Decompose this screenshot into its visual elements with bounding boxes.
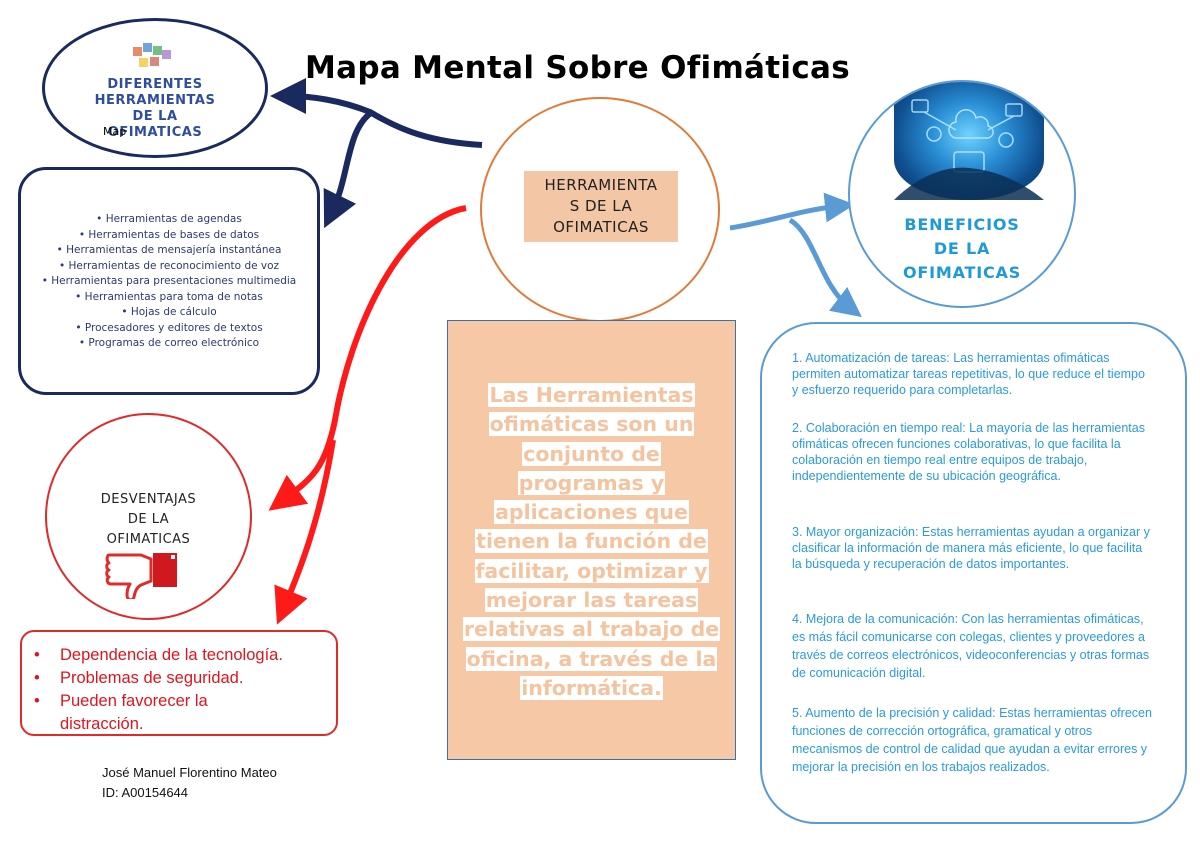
benefits-list-box: 1. Automatización de tareas: Las herrami… [760, 322, 1187, 824]
author-block: José Manuel Florentino Mateo ID: A001546… [102, 763, 277, 803]
cloud-technology-photo [894, 82, 1044, 200]
author-id: ID: A00154644 [102, 785, 189, 800]
benefits-node-line: BENEFICIOS [904, 215, 1020, 234]
benefit-item: 3. Mayor organización: Estas herramienta… [792, 525, 1150, 571]
central-node-line: S DE LA [569, 197, 633, 215]
list-item: Dependencia de la tecnología. [34, 644, 283, 667]
tools-node: DIFERENTES HERRAMIENTAS DE LA OFIMATICAS… [42, 18, 268, 158]
list-item: • Procesadores y editores de textos [75, 321, 263, 334]
benefit-item: 2. Colaboración en tiempo real: La mayor… [792, 421, 1145, 483]
list-item: • Herramientas de bases de datos [78, 228, 260, 241]
tools-node-line: DE LA [132, 109, 178, 124]
tools-node-line: OFIMATICAS [107, 125, 203, 140]
tools-image-caption: Map [103, 125, 127, 138]
arrow-to-tools-oval [270, 78, 483, 148]
benefits-node-line: OFIMATICAS [902, 263, 1022, 282]
definition-box: Las Herramientas ofimáticas son un conju… [447, 320, 736, 760]
tools-node-line: DIFERENTES [107, 77, 203, 92]
disadvantages-list: Dependencia de la tecnología. Problemas … [34, 644, 283, 734]
list-item: • Herramientas para toma de notas [75, 290, 263, 303]
benefits-node: BENEFICIOS DE LA OFIMATICAS [848, 80, 1076, 308]
definition-text: Las Herramientas ofimáticas son un conju… [462, 383, 721, 700]
thumbs-down-icon [105, 553, 177, 599]
central-node-label: HERRAMIENTA S DE LA OFIMATICAS [524, 171, 678, 242]
list-item-text: distracción. [60, 715, 144, 733]
disadvantages-list-box: Dependencia de la tecnología. Problemas … [20, 630, 338, 736]
list-item-continuation: distracción. [60, 713, 283, 734]
arrow-to-benefits [729, 192, 855, 231]
arrow-to-disadvantages [268, 205, 467, 511]
list-item: • Herramientas para presentaciones multi… [41, 275, 297, 287]
list-item: Pueden favorecer la [34, 690, 283, 713]
central-node-line: OFIMATICAS [553, 218, 649, 236]
benefits-node-line: DE LA [933, 239, 991, 258]
disadvantages-node-line: DESVENTAJAS [100, 492, 197, 507]
arrow-to-tools-list [323, 109, 374, 229]
benefit-item: 5. Aumento de la precisión y calidad: Es… [792, 706, 1152, 774]
list-item: • Herramientas de mensajería instantánea [56, 244, 282, 256]
list-item: • Programas de correo electrónico [78, 337, 260, 349]
office-apps-icon [133, 43, 171, 67]
author-name: José Manuel Florentino Mateo [102, 765, 277, 780]
disadvantages-node-line: DE LA [127, 512, 170, 527]
disadvantages-node: DESVENTAJAS DE LA OFIMATICAS [45, 413, 252, 620]
disadvantages-node-line: OFIMATICAS [106, 532, 191, 547]
list-item: • Hojas de cálculo [121, 306, 217, 318]
list-item: • Herramientas de agendas [96, 213, 242, 225]
central-node: HERRAMIENTA S DE LA OFIMATICAS [480, 97, 720, 322]
arrow-to-benefits-list [788, 217, 862, 318]
tools-node-line: HERRAMIENTAS [94, 93, 216, 108]
list-item: • Herramientas de reconocimiento de voz [58, 259, 280, 272]
tools-list: • Herramientas de agendas • Herramientas… [31, 212, 307, 352]
tools-list-box: • Herramientas de agendas • Herramientas… [18, 167, 320, 395]
list-item: Problemas de seguridad. [34, 667, 283, 690]
page-title: Mapa Mental Sobre Ofimáticas [305, 50, 850, 86]
benefit-item: 4. Mejora de la comunicación: Con las he… [792, 612, 1150, 680]
arrow-to-disadvantages-list [274, 439, 336, 625]
benefit-item: 1. Automatización de tareas: Las herrami… [792, 351, 1145, 397]
central-node-line: HERRAMIENTA [544, 176, 658, 194]
